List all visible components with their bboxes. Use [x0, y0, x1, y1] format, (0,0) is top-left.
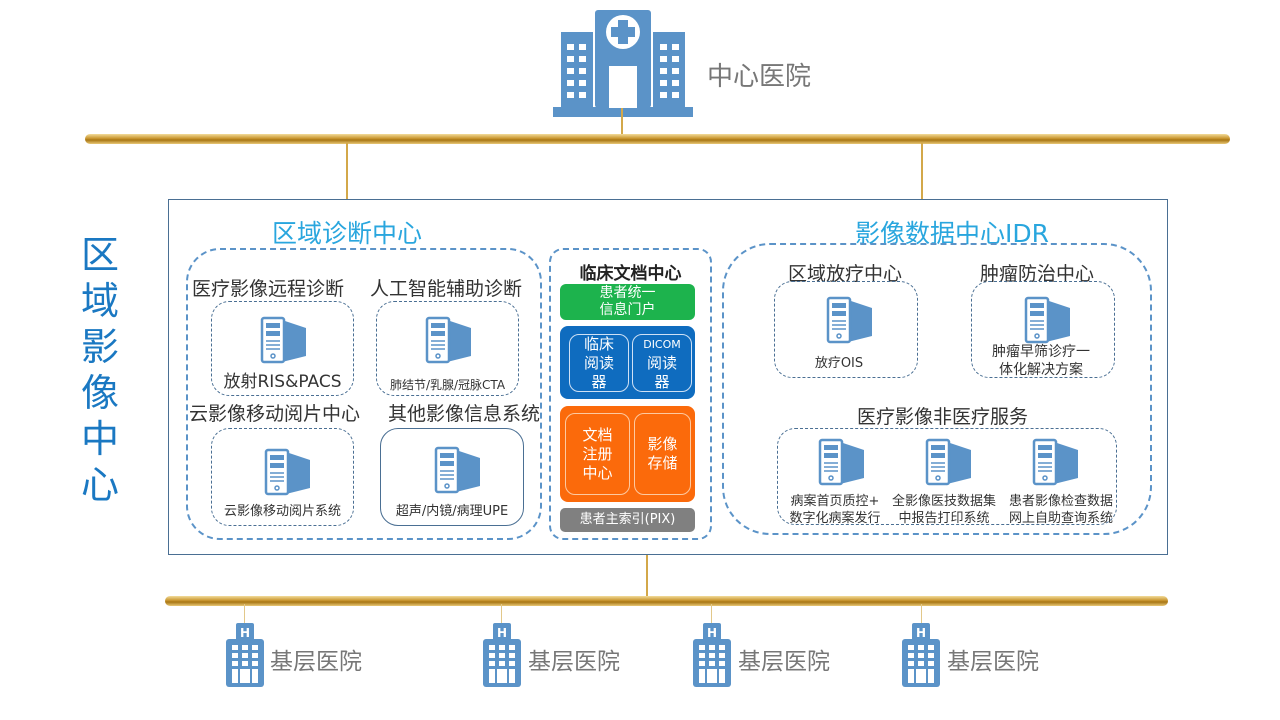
hospital-building-icon — [553, 10, 693, 117]
clinical-doc-center-group — [549, 248, 712, 540]
svg-text:H: H — [916, 626, 926, 640]
small-hospital-icon: H — [226, 623, 264, 691]
connector-line — [711, 604, 712, 624]
system-card[interactable] — [774, 281, 918, 378]
system-line: 全影像医技数据集 — [891, 494, 996, 509]
svg-text:H: H — [497, 626, 507, 640]
system-label: 放疗OIS — [814, 356, 864, 371]
system-line: 数字化病案发行 — [789, 511, 881, 526]
system-line: 肿瘤早筛诊疗一 — [992, 344, 1090, 360]
server-icon — [1024, 296, 1072, 344]
connector-line — [921, 142, 923, 199]
group-heading: 肿瘤防治中心 — [980, 263, 1095, 285]
connector-line — [501, 604, 502, 624]
system-label: 超声/内镜/病理UPE — [395, 504, 509, 519]
group-heading: 云影像移动阅片中心 — [189, 403, 361, 425]
clinical-doc-center-title: 临床文档中心 — [579, 264, 682, 284]
pix-block[interactable]: 患者主索引(PIX) — [560, 508, 695, 532]
central-hospital-label: 中心医院 — [707, 62, 812, 92]
system-label: 云影像移动阅片系统 — [223, 504, 341, 519]
group-heading: 人工智能辅助诊断 — [370, 278, 523, 300]
reader-line: 阅读 — [646, 353, 677, 372]
dicom-reader[interactable]: DICOM 阅读器 — [632, 334, 692, 392]
server-icon — [826, 296, 874, 344]
connector-line — [646, 555, 648, 599]
regional-diagnosis-title: 区域诊断中心 — [272, 219, 423, 248]
patient-portal-block[interactable]: 患者统一 信息门户 — [560, 284, 695, 320]
small-hospital-icon: H — [902, 623, 940, 691]
server-icon — [818, 438, 866, 486]
reader-line: 阅读 — [583, 353, 614, 372]
doc-registry[interactable]: 文档注册中心 — [565, 413, 630, 495]
primary-hospital-label: 基层医院 — [947, 649, 1039, 675]
connector-line — [921, 604, 922, 624]
storage-line: 注册 — [582, 444, 613, 463]
storage-line: 存储 — [647, 454, 678, 472]
side-title: 区域影像中心 — [80, 233, 119, 507]
storage-line: 影像 — [647, 435, 678, 453]
group-heading: 其他影像信息系统 — [388, 403, 541, 425]
group-heading: 医疗影像远程诊断 — [192, 278, 345, 300]
small-hospital-icon: H — [693, 623, 731, 691]
reader-line: 器 — [591, 372, 607, 391]
system-card[interactable] — [211, 428, 354, 526]
group-heading: 区域放疗中心 — [788, 263, 903, 285]
system-line: 病案首页质控+ — [790, 494, 880, 509]
idr-group — [722, 243, 1152, 535]
system-label-multi[interactable]: 患者影像检查数据 网上自助查询系统 — [1002, 493, 1120, 527]
portal-line: 患者统一 — [599, 285, 656, 301]
clinical-reader[interactable]: 临床阅读器 — [569, 334, 629, 392]
server-icon — [425, 316, 473, 364]
primary-hospital-label: 基层医院 — [738, 649, 830, 675]
server-icon — [1032, 438, 1080, 486]
svg-text:H: H — [240, 626, 250, 640]
top-network-bar — [85, 134, 1230, 144]
svg-text:H: H — [707, 626, 717, 640]
non-medical-card — [777, 428, 1117, 525]
reader-line: 临床 — [583, 334, 614, 353]
primary-hospital-label: 基层医院 — [528, 649, 620, 675]
system-line: 网上自助查询系统 — [1008, 511, 1113, 526]
system-line: 体化解决方案 — [999, 362, 1083, 378]
system-label: 肺结节/乳腺/冠脉CTA — [389, 378, 506, 392]
reader-line: 器 — [654, 372, 670, 391]
connector-line — [621, 108, 623, 138]
bottom-network-bar — [165, 596, 1168, 606]
non-medical-heading: 医疗影像非医疗服务 — [857, 406, 1029, 428]
system-label: 放射RIS&PACS — [223, 372, 342, 392]
system-card[interactable] — [971, 281, 1115, 378]
regional-diagnosis-group — [186, 248, 542, 540]
small-hospital-icon: H — [483, 623, 521, 691]
server-icon — [260, 316, 308, 364]
storage-line: 中心 — [582, 463, 613, 482]
primary-hospital-label: 基层医院 — [270, 649, 362, 675]
system-label-multi[interactable]: 病案首页质控+ 数字化病案发行 — [781, 493, 889, 527]
connector-line — [244, 604, 245, 624]
storage-line: 文档 — [582, 425, 613, 444]
system-label-multi: 肿瘤早筛诊疗一 体化解决方案 — [971, 343, 1111, 379]
system-card[interactable] — [211, 301, 354, 396]
system-card[interactable] — [376, 301, 519, 396]
server-icon — [925, 438, 973, 486]
server-icon — [264, 448, 312, 496]
system-line: 中报告打印系统 — [898, 511, 990, 526]
system-line: 患者影像检查数据 — [1008, 494, 1113, 509]
system-card[interactable] — [380, 428, 524, 526]
reader-line: DICOM — [643, 337, 681, 351]
portal-line: 信息门户 — [599, 302, 656, 318]
system-label-multi[interactable]: 全影像医技数据集 中报告打印系统 — [886, 493, 1002, 527]
connector-line — [346, 142, 348, 199]
server-icon — [434, 446, 482, 494]
image-storage[interactable]: 影像存储 — [634, 413, 691, 495]
